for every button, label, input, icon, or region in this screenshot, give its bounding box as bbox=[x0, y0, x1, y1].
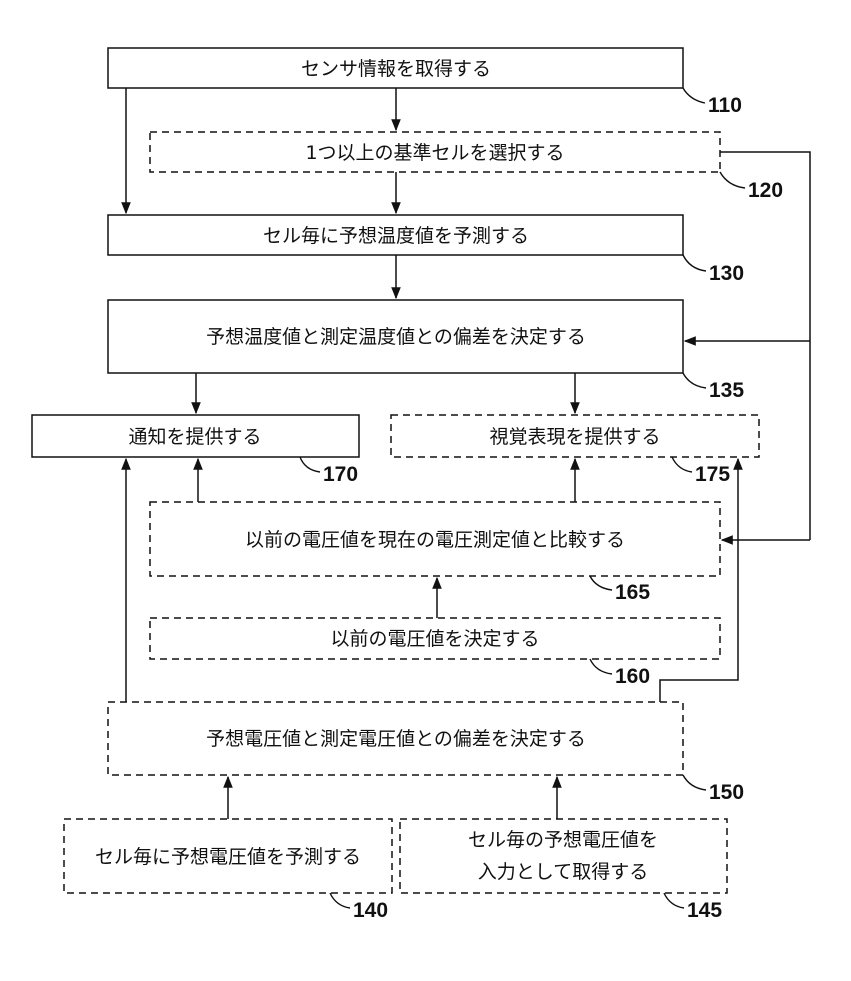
step-120-box: 1つ以上の基準セルを選択する bbox=[150, 132, 720, 172]
ref-160-label: 160 bbox=[615, 665, 650, 688]
ref-170: 170 bbox=[300, 457, 358, 486]
step-165-label: 以前の電圧値を現在の電圧測定値と比較する bbox=[245, 529, 625, 551]
ref-130-label: 130 bbox=[709, 262, 744, 285]
step-165-box: 以前の電圧値を現在の電圧測定値と比較する bbox=[150, 502, 720, 576]
ref-110: 110 bbox=[683, 88, 742, 117]
step-150-box: 予想電圧値と測定電圧値との偏差を決定する bbox=[108, 702, 683, 775]
ref-140-label: 140 bbox=[353, 899, 388, 922]
ref-145: 145 bbox=[664, 893, 722, 922]
ref-145-label: 145 bbox=[687, 899, 722, 922]
step-130-label: セル毎に予想温度値を予測する bbox=[263, 225, 529, 247]
step-160-box: 以前の電圧値を決定する bbox=[150, 618, 720, 659]
step-140-box: セル毎に予想電圧値を予測する bbox=[64, 819, 392, 893]
step-170-box: 通知を提供する bbox=[32, 415, 359, 457]
step-140-label: セル毎に予想電圧値を予測する bbox=[95, 846, 361, 868]
step-150-label: 予想電圧値と測定電圧値との偏差を決定する bbox=[206, 728, 586, 750]
ref-110-label: 110 bbox=[708, 94, 742, 117]
ref-140: 140 bbox=[330, 893, 388, 922]
step-145-label-line2: 入力として取得する bbox=[478, 861, 648, 883]
step-110-label: センサ情報を取得する bbox=[301, 58, 491, 80]
step-145-label-line1: セル毎の予想電圧値を bbox=[468, 829, 658, 851]
ref-150: 150 bbox=[683, 775, 744, 804]
ref-120-label: 120 bbox=[748, 179, 783, 202]
arrow-150-175 bbox=[660, 459, 738, 702]
connectors bbox=[126, 88, 810, 819]
ref-150-label: 150 bbox=[709, 781, 744, 804]
ref-120: 120 bbox=[720, 172, 783, 202]
step-135-label: 予想温度値と測定温度値との偏差を決定する bbox=[206, 326, 586, 348]
step-175-box: 視覚表現を提供する bbox=[391, 415, 759, 457]
step-160-label: 以前の電圧値を決定する bbox=[330, 628, 539, 650]
step-170-label: 通知を提供する bbox=[128, 426, 261, 448]
ref-175-label: 175 bbox=[695, 463, 730, 486]
ref-170-label: 170 bbox=[323, 463, 358, 486]
ref-175: 175 bbox=[672, 457, 730, 486]
step-135-box: 予想温度値と測定温度値との偏差を決定する bbox=[108, 300, 683, 373]
ref-160: 160 bbox=[590, 659, 650, 688]
ref-165-label: 165 bbox=[615, 581, 650, 604]
step-130-box: セル毎に予想温度値を予測する bbox=[108, 215, 683, 255]
ref-135: 135 bbox=[683, 373, 744, 402]
ref-130: 130 bbox=[683, 255, 744, 285]
line-120-right bbox=[720, 152, 810, 540]
step-145-box: セル毎の予想電圧値を 入力として取得する bbox=[400, 819, 727, 893]
step-175-label: 視覚表現を提供する bbox=[489, 426, 660, 448]
ref-165: 165 bbox=[590, 576, 650, 604]
ref-135-label: 135 bbox=[709, 379, 744, 402]
step-120-label: 1つ以上の基準セルを選択する bbox=[305, 142, 564, 164]
step-110-box: センサ情報を取得する bbox=[108, 48, 683, 88]
